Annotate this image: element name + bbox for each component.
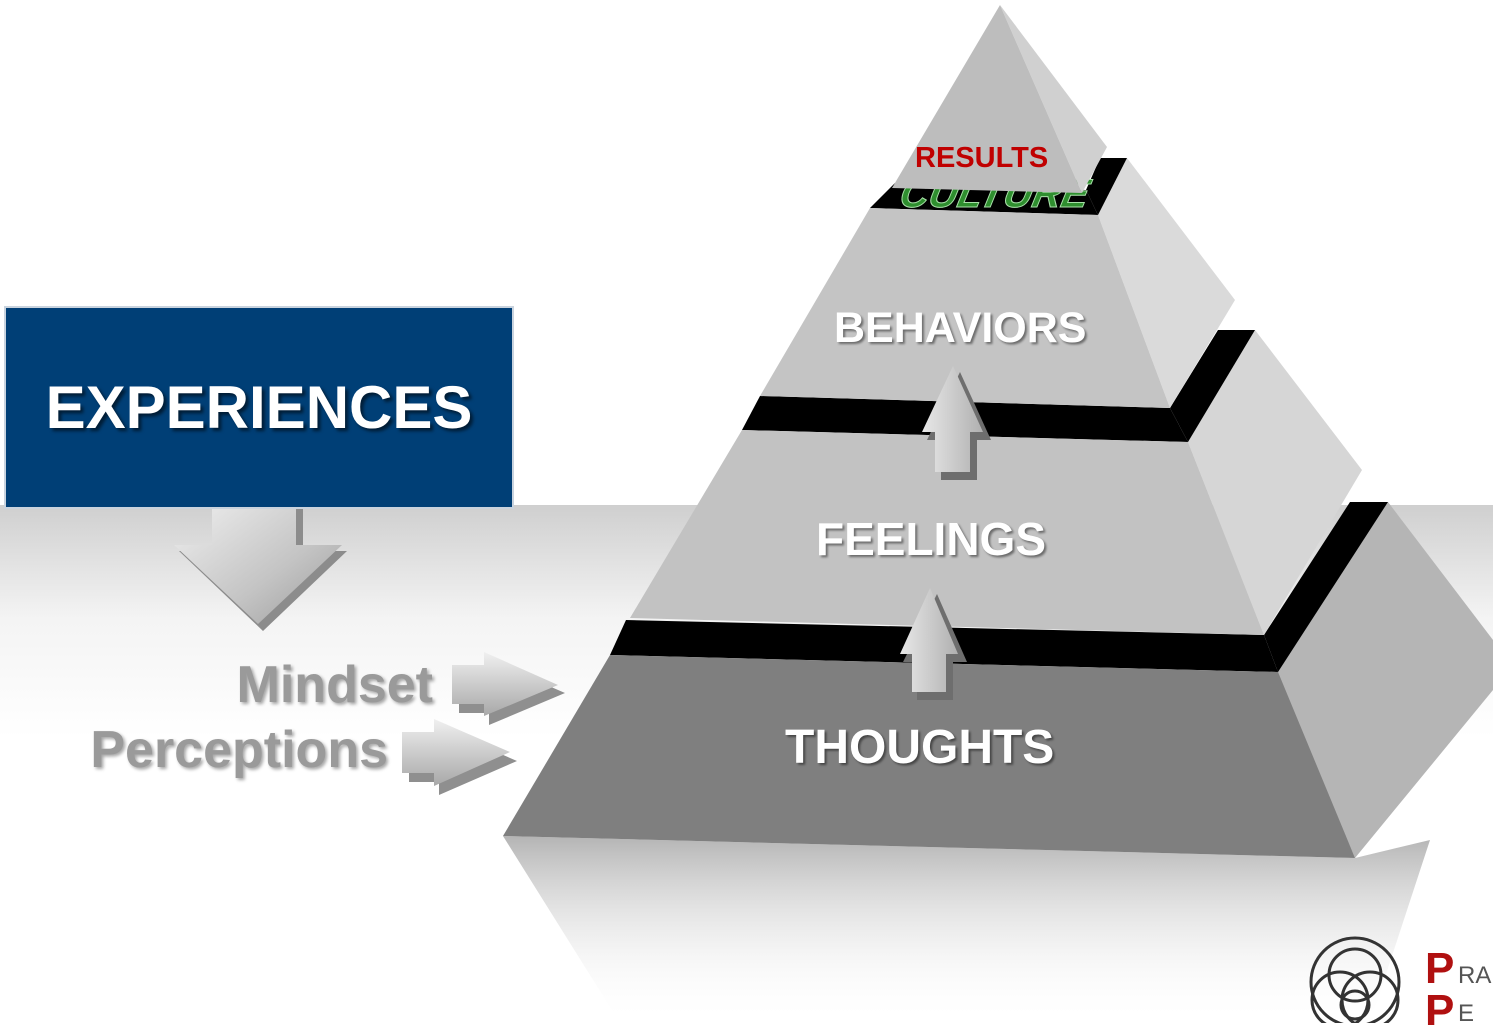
apex-right-face xyxy=(1000,5,1107,193)
down-arrow-icon xyxy=(174,496,347,631)
experiences-box: EXPERIENCES xyxy=(4,306,514,509)
logo-rest-1: RA xyxy=(1458,962,1492,989)
logo-initial-2: P xyxy=(1425,986,1455,1035)
tier-feelings-right-face xyxy=(1188,330,1362,635)
tier-feelings-front xyxy=(630,430,1264,635)
up-arrow-feelings-to-behaviors-icon xyxy=(922,366,991,480)
tier-behaviors-right-face xyxy=(1098,158,1235,408)
perceptions-label: Perceptions xyxy=(90,721,388,779)
tier-thoughts-band-side xyxy=(1264,502,1388,672)
mindset-label: Mindset xyxy=(236,656,433,714)
level-thoughts-label: THOUGHTS xyxy=(785,721,1055,774)
tier-behaviors-front xyxy=(760,208,1170,408)
experiences-label: EXPERIENCES xyxy=(45,374,473,441)
logo-initial-1: P xyxy=(1425,944,1455,993)
apex-front xyxy=(892,5,1082,193)
tier-feelings-band-side xyxy=(1170,330,1255,442)
level-feelings-label: FEELINGS xyxy=(816,513,1047,565)
perceptions-arrow-icon xyxy=(402,719,517,795)
pyramid-reflection xyxy=(503,836,1430,1023)
level-behaviors-label: BEHAVIORS xyxy=(834,304,1087,352)
logo-rings-icon xyxy=(1309,936,1401,1023)
tier-behaviors-band-side xyxy=(1086,158,1127,215)
level-results-label: RESULTS xyxy=(915,142,1049,174)
mindset-arrow-icon xyxy=(452,652,565,725)
tier-thoughts-front xyxy=(503,655,1355,858)
logo-rest-2: E xyxy=(1458,1000,1475,1027)
up-arrow-thoughts-to-feelings-icon xyxy=(900,588,967,700)
